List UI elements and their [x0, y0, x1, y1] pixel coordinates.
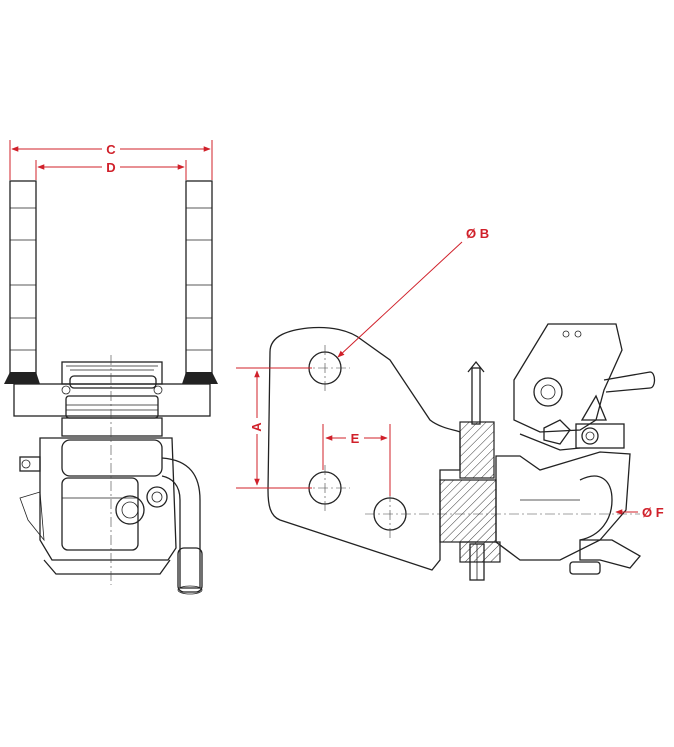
label-f: Ø F: [642, 505, 664, 520]
jaw: [579, 475, 613, 541]
front-view: [4, 180, 218, 595]
coupling-body-front: [19, 417, 177, 575]
base-plate: [13, 383, 211, 417]
weld-right: [182, 372, 218, 384]
label-d: D: [106, 160, 115, 175]
sectioned-shank: [439, 360, 501, 581]
dimension-a: A: [236, 367, 312, 489]
spring-housing: [61, 361, 163, 419]
pivot-bolt: [533, 377, 563, 407]
dimension-b: Ø B: [337, 226, 489, 358]
label-b: Ø B: [466, 226, 489, 241]
label-a: A: [249, 422, 264, 432]
label-c: C: [106, 142, 116, 157]
label-e: E: [351, 431, 360, 446]
side-view: [267, 323, 656, 581]
left-mounting-plate: [9, 180, 37, 382]
release-lever: [161, 457, 203, 595]
dimension-f: Ø F: [615, 505, 664, 520]
side-mounting-plate: [267, 326, 461, 571]
dimension-c: C: [9, 140, 213, 180]
right-mounting-plate: [185, 180, 213, 382]
dimension-d: D: [35, 160, 187, 180]
dimension-e: E: [322, 424, 391, 496]
coupling-body-side: [495, 323, 656, 575]
weld-left: [4, 372, 40, 384]
